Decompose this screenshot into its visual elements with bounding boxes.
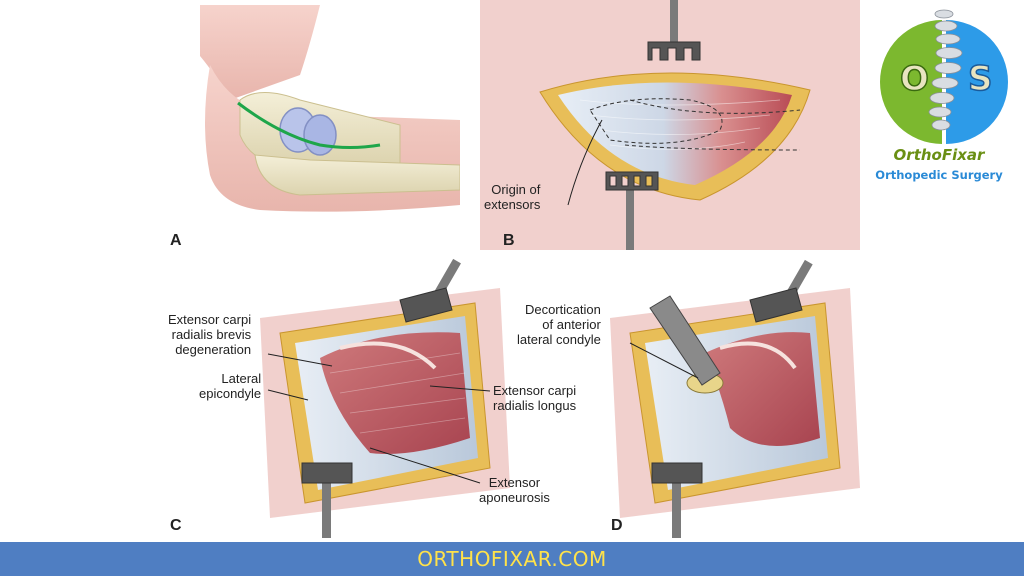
annotation-line: of anterior [542, 317, 601, 332]
logo-subtitle: Orthopedic Surgery [875, 168, 1003, 182]
annotation-line: aponeurosis [479, 490, 550, 505]
annotation-line: Lateral [221, 371, 262, 386]
panel-c-label: C [170, 517, 182, 534]
panel-d-decortication-illustration [610, 259, 860, 538]
annotation-line: Extensor carpi [493, 383, 577, 398]
logo-letter-o: O [900, 59, 929, 99]
footer-banner: ORTHOFIXAR.COM [0, 542, 1024, 576]
logo-letter-s: S [968, 59, 993, 99]
annotation-lateral-epicondyle: Lateral epicondyle [199, 371, 261, 401]
logo-name: OrthoFixar [893, 146, 985, 164]
panel-b-exposure-illustration [480, 0, 860, 250]
annotation-line: radialis longus [493, 398, 577, 413]
annotation-ecrl: Extensor carpi radialis longus [493, 383, 576, 413]
panel-c-dissection-illustration [260, 258, 510, 538]
annotation-line: epicondyle [199, 386, 262, 401]
annotation-line: Extensor [488, 475, 541, 490]
panel-a-label: A [170, 232, 182, 249]
annotation-line: Decortication [524, 302, 601, 317]
panel-a-elbow-illustration [200, 5, 460, 212]
annotation-line: degeneration [175, 342, 252, 357]
footer-site-name[interactable]: ORTHOFIXAR.COM [417, 547, 607, 571]
annotation-decortication: Decortication of anterior lateral condyl… [517, 302, 601, 347]
annotation-extensor-aponeurosis: Extensor aponeurosis [479, 475, 550, 505]
panel-b-label: B [503, 232, 515, 249]
panel-d-label: D [611, 517, 623, 534]
orthofixar-logo: O S [880, 9, 1008, 144]
annotation-ecrb-degeneration: Extensor carpi radialis brevis degenerat… [168, 312, 251, 357]
annotation-line: radialis brevis [171, 327, 252, 342]
annotation-line: Extensor carpi [168, 312, 252, 327]
annotation-line: Origin of [491, 182, 541, 197]
annotation-line: extensors [484, 197, 541, 212]
annotation-origin-of-extensors: Origin of extensors [484, 182, 540, 212]
annotation-line: lateral condyle [517, 332, 601, 347]
